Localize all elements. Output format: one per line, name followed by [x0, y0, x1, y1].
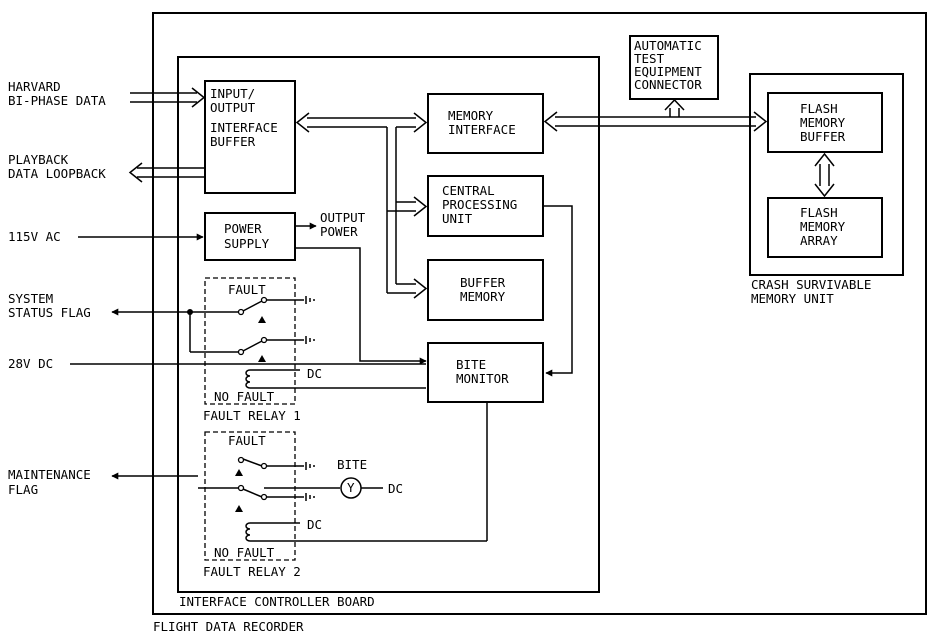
- flashbuf-label-line2: MEMORY: [800, 115, 846, 130]
- flash-memory-array-block: FLASH MEMORY ARRAY: [767, 197, 883, 258]
- status-flag-label-line2: STATUS FLAG: [8, 305, 91, 320]
- bite-lamp-label: BITE: [337, 457, 367, 472]
- harvard-input-arrow: [130, 87, 206, 108]
- cpu-label-line3: UNIT: [442, 211, 473, 226]
- io-interface-buffer-block: INPUT/ OUTPUT INTERFACE BUFFER: [204, 80, 296, 194]
- playback-output-arrow: [128, 162, 205, 183]
- bite-lamp-symbol: Y: [347, 480, 355, 495]
- flasharr-label-line2: MEMORY: [800, 219, 846, 234]
- cpu-label-line2: PROCESSING: [442, 197, 517, 212]
- io-label-line3: INTERFACE: [210, 120, 278, 135]
- memory-interface-block: MEMORY INTERFACE: [427, 93, 544, 154]
- ate-label-line4: CONNECTOR: [634, 77, 702, 92]
- output-power-label-line1: OUTPUT: [320, 210, 366, 225]
- flash-memory-buffer-block: FLASH MEMORY BUFFER: [767, 92, 883, 153]
- fault-relay-2: FAULT NO FAULT FAULT RELAY 2 DC: [198, 431, 487, 579]
- bite-monitor-block: BITE MONITOR: [427, 342, 544, 403]
- flight-data-recorder-frame: [152, 12, 927, 615]
- io-to-memory-interface-bus: [295, 112, 428, 133]
- ate-connector-block: AUTOMATIC TEST EQUIPMENT CONNECTOR: [629, 35, 719, 100]
- harvard-label-line2: BI-PHASE DATA: [8, 93, 106, 108]
- csmu-title-line1: CRASH SURVIVABLE: [751, 277, 871, 292]
- relay2-fault-label: FAULT: [228, 433, 266, 448]
- flasharr-label-line1: FLASH: [800, 205, 838, 220]
- flash-buffer-to-array-bus: [814, 152, 835, 198]
- ate-label-line1: AUTOMATIC: [634, 38, 702, 53]
- psu-label-line2: SUPPLY: [224, 236, 270, 251]
- relay1-no-fault-label: NO FAULT: [214, 389, 275, 404]
- internal-data-bus: [386, 127, 428, 299]
- board-title: INTERFACE CONTROLLER BOARD: [179, 594, 375, 609]
- recorder-title: FLIGHT DATA RECORDER: [153, 619, 304, 634]
- harvard-label-line1: HARVARD: [8, 79, 61, 94]
- bite-label-line1: BITE: [456, 357, 486, 372]
- io-label-line1: INPUT/: [210, 86, 255, 101]
- interface-controller-board-frame: [177, 56, 600, 593]
- buffer-memory-block: BUFFER MEMORY: [427, 259, 544, 321]
- flasharr-label-line3: ARRAY: [800, 233, 838, 248]
- relay2-no-fault-label: NO FAULT: [214, 545, 275, 560]
- cpu-to-bite-line: [544, 205, 573, 377]
- memif-label-line1: MEMORY: [448, 108, 494, 123]
- crash-survivable-memory-unit-frame: [749, 73, 904, 276]
- cpu-label-line1: CENTRAL: [442, 183, 495, 198]
- bite-lamp-dc-label: DC: [388, 481, 403, 496]
- flashbuf-label-line3: BUFFER: [800, 129, 846, 144]
- relay2-title: FAULT RELAY 2: [203, 564, 301, 579]
- flashbuf-label-line1: FLASH: [800, 101, 838, 116]
- bite-lamp: Y BITE DC: [264, 457, 403, 499]
- memory-to-csmu-bus: [543, 98, 768, 132]
- relay1-fault-label: FAULT: [228, 282, 266, 297]
- csmu-title-line2: MEMORY UNIT: [751, 291, 834, 306]
- cpu-block: CENTRAL PROCESSING UNIT: [427, 175, 544, 237]
- io-label-line4: BUFFER: [210, 134, 256, 149]
- bufmem-label-line2: MEMORY: [460, 289, 506, 304]
- ate-label-line3: EQUIPMENT: [634, 64, 702, 79]
- bite-label-line2: MONITOR: [456, 371, 509, 386]
- memif-label-line2: INTERFACE: [448, 122, 516, 137]
- playback-label-line1: PLAYBACK: [8, 152, 69, 167]
- psu-label-line1: POWER: [224, 221, 262, 236]
- relay1-dc-label: DC: [307, 366, 322, 381]
- status-flag-label-line1: SYSTEM: [8, 291, 53, 306]
- power-to-bite-line: [296, 247, 427, 365]
- output-power-label-line2: POWER: [320, 224, 358, 239]
- playback-label-line2: DATA LOOPBACK: [8, 166, 106, 181]
- ate-label-line2: TEST: [634, 51, 665, 66]
- fault-relay-1: FAULT NO FAULT FAULT RELAY 1 DC: [190, 277, 426, 423]
- relay2-dc-label: DC: [307, 517, 322, 532]
- power-supply-block: POWER SUPPLY: [204, 212, 296, 261]
- io-label-line2: OUTPUT: [210, 100, 256, 115]
- maintenance-flag-label-line1: MAINTENANCE: [8, 467, 91, 482]
- dc28-input-label: 28V DC: [8, 356, 53, 371]
- maintenance-flag-label-line2: FLAG: [8, 482, 38, 497]
- ac-input-label: 115V AC: [8, 229, 61, 244]
- bufmem-label-line1: BUFFER: [460, 275, 506, 290]
- relay1-title: FAULT RELAY 1: [203, 408, 301, 423]
